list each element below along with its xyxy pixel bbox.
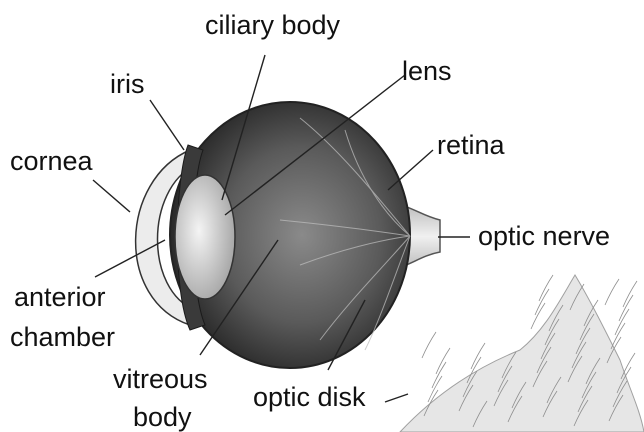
leader-cornea [93,180,130,212]
lens-shape [175,175,235,299]
label-optic-disk: optic disk [253,382,366,412]
label-vitreous-body-line2: body [133,402,192,432]
label-lens: lens [402,56,452,86]
label-anterior-chamber-line1: anterior [14,282,106,312]
label-anterior-chamber-line2: chamber [10,322,115,352]
label-vitreous-body-line1: vitreous [113,364,208,394]
label-optic-nerve: optic nerve [478,221,610,251]
leader-iris [150,100,184,150]
label-cornea: cornea [10,146,94,176]
label-ciliary-body: ciliary body [205,10,341,40]
leader-optic-disk-2 [385,394,408,402]
label-iris: iris [110,69,145,99]
label-retina: retina [437,130,506,160]
fur-illustration [400,275,644,432]
